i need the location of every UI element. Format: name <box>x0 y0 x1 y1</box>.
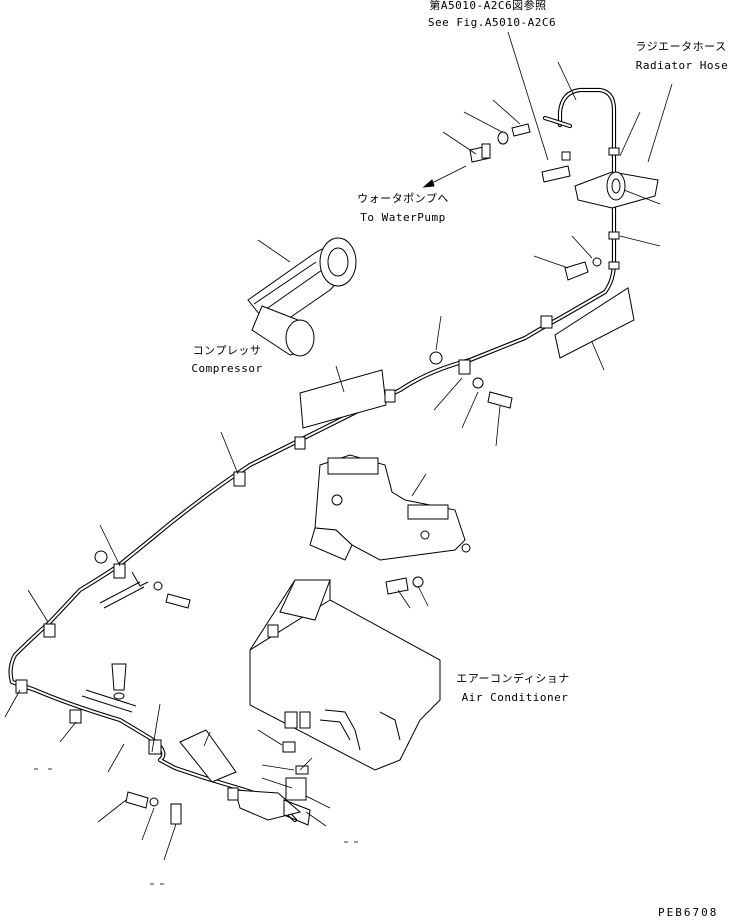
drawing-code: PEB6708 <box>658 906 719 919</box>
air-duct <box>309 454 471 561</box>
see-fig-label-en: See Fig.A5010-A2C6 <box>427 16 557 29</box>
hose-clamps <box>15 147 620 825</box>
mounting-brackets <box>81 571 149 713</box>
main-hose-route <box>8 87 617 823</box>
waterpump-label-jp: ウォータポンプへ <box>357 192 449 205</box>
radiator-hose-label-en: Radiator Hose <box>635 59 729 72</box>
compressor <box>247 237 357 357</box>
callout-lines <box>4 31 673 861</box>
air-conditioner-unit <box>249 579 441 771</box>
radiator-hose-clamp <box>606 171 626 201</box>
top-fittings <box>94 123 602 809</box>
see-fig-label-jp: 第A5010-A2C6図参照 <box>429 0 547 12</box>
compressor-label-jp: コンプレッサ <box>192 344 262 357</box>
waterpump-arrow <box>422 165 467 188</box>
compressor-label-en: Compressor <box>191 362 263 375</box>
aircon-label-en: Air Conditioner <box>461 691 569 704</box>
waterpump-label-en: To WaterPump <box>360 211 446 224</box>
radiator-hose-label-jp: ラジエータホース <box>635 40 727 53</box>
ac-connectors <box>282 711 311 826</box>
aircon-label-jp: エアーコンディショナ <box>456 672 570 685</box>
specks <box>34 768 358 885</box>
